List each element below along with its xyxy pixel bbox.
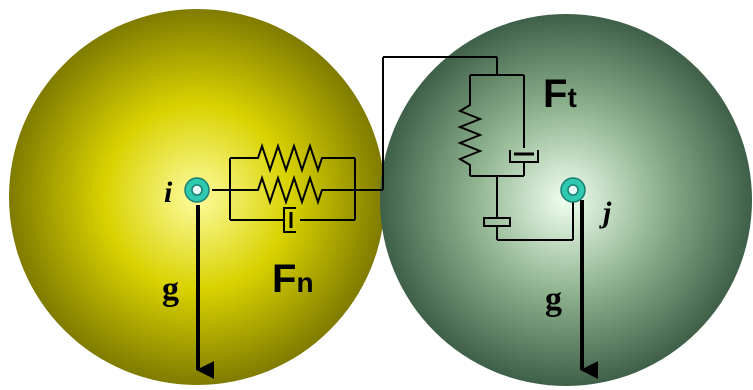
gravity-label-j: g: [545, 281, 562, 318]
normal-spring-middle: [230, 174, 355, 206]
tangential-spring: [457, 75, 483, 176]
particle-j-center-marker: [560, 177, 586, 203]
normal-force-label-sub: n: [296, 267, 313, 298]
normal-spring-top: [230, 142, 355, 174]
normal-force-label: Fn: [272, 257, 314, 301]
normal-dashpot: [283, 207, 296, 233]
tangential-force-label-sub: t: [567, 82, 576, 113]
gravity-label-i: g: [162, 271, 179, 308]
tangential-force-network: [382, 56, 574, 241]
tangential-force-label-main: F: [543, 72, 567, 116]
particle-i-center-marker: [184, 177, 210, 203]
particle-i-label: i: [164, 176, 173, 209]
particle-j-label: j: [599, 196, 612, 229]
tangential-force-label: Ft: [543, 72, 577, 116]
normal-force-label-main: F: [272, 257, 296, 301]
normal-force-network: [212, 142, 383, 233]
